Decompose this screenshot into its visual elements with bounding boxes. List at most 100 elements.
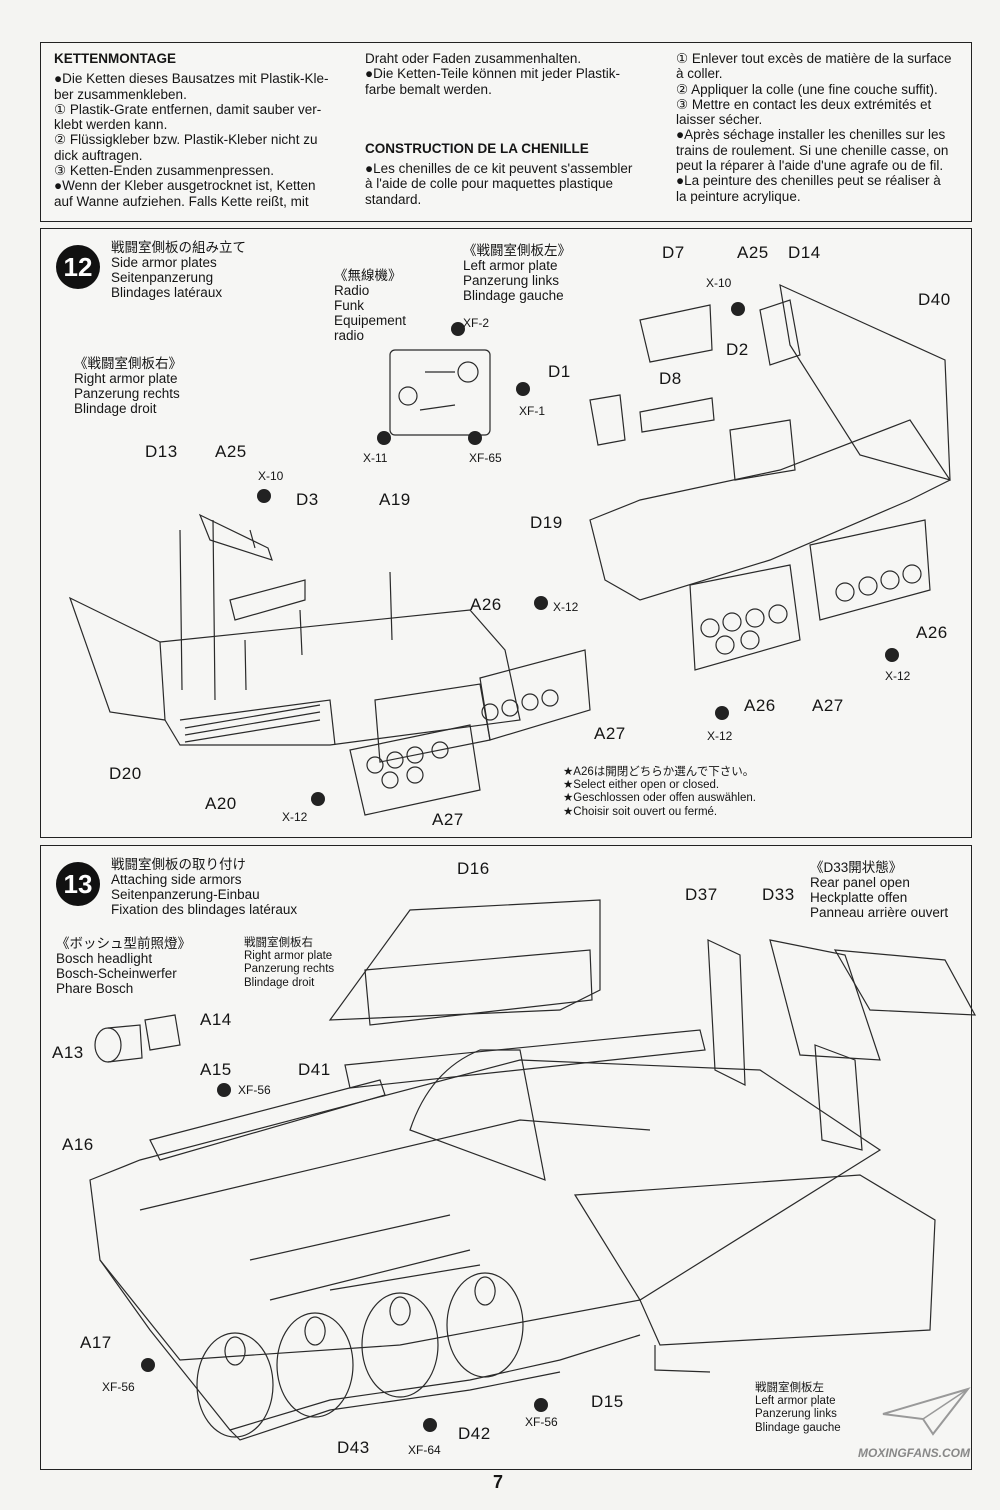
text-line: trains de roulement. Si une chenille cas… xyxy=(676,142,949,158)
title-line: Seitenpanzerung-Einbau xyxy=(111,887,260,902)
radio-drawing xyxy=(377,322,530,445)
label-d20: D20 xyxy=(109,764,142,783)
text-line: la peinture acrylique. xyxy=(676,188,801,204)
note-line: ★Select either open or closed. xyxy=(563,779,720,792)
note-line: ★Geschlossen oder offen auswählen. xyxy=(563,792,756,805)
label-a25-right: A25 xyxy=(737,243,769,262)
label-d43: D43 xyxy=(337,1438,370,1457)
step-13-panel xyxy=(40,845,972,1470)
instructions-column-french: ① Enlever tout excès de matière de la su… xyxy=(676,51,966,204)
kettenmontage-heading: KETTENMONTAGE xyxy=(54,51,176,66)
caption-line: 戦闘室側板左 xyxy=(755,1382,824,1394)
label-xf56-c: XF-56 xyxy=(525,1415,558,1429)
step-12-number: 12 xyxy=(56,245,100,289)
label-d7: D7 xyxy=(662,243,685,262)
label-a15: A15 xyxy=(200,1060,232,1079)
label-xf1: XF-1 xyxy=(519,404,546,418)
caption-line: Left armor plate xyxy=(755,1395,836,1408)
watermark-logo: MOXINGFANS.COM xyxy=(858,1384,971,1464)
label-xf56-b: XF-56 xyxy=(102,1380,135,1394)
caption-line: Funk xyxy=(334,298,365,313)
label-x12-left-2: X-12 xyxy=(282,810,308,824)
a26-choice-note: ★A26は開閉どちらか選んで下さい。★Select either open or… xyxy=(563,766,756,819)
caption-line: Blindage droit xyxy=(244,976,315,989)
text-line: Draht oder Faden zusammenhalten. xyxy=(365,51,582,66)
text-line: ●Die Ketten dieses Bausatzes mit Plastik… xyxy=(54,71,329,87)
page-number: 7 xyxy=(493,1472,504,1492)
caption-line: Equipement xyxy=(334,313,407,328)
step-12-panel xyxy=(40,228,972,838)
label-a26-left: A26 xyxy=(470,595,502,614)
label-xf2: XF-2 xyxy=(463,316,490,330)
caption-line: Rear panel open xyxy=(810,875,910,890)
text-line: ●Les chenilles de ce kit peuvent s'assem… xyxy=(365,161,633,177)
caption-line: Panzerung links xyxy=(755,1408,837,1421)
label-d19: D19 xyxy=(530,513,563,532)
caption-line: Heckplatte offen xyxy=(810,890,908,905)
title-line: Seitenpanzerung xyxy=(111,270,214,285)
title-line: 戦闘室側板の組み立て xyxy=(111,240,246,255)
text-line: ① Plastik-Grate entfernen, damit sauber … xyxy=(54,101,322,117)
caption-line: Phare Bosch xyxy=(56,981,134,996)
note-line: ★Choisir soit ouvert ou fermé. xyxy=(563,805,718,818)
label-a27-left-2: A27 xyxy=(432,810,464,829)
caption-line: 《戦闘室側板左》 xyxy=(463,243,571,258)
text-line: dick auftragen. xyxy=(54,147,143,163)
label-d13: D13 xyxy=(145,442,178,461)
french-text: ●Les chenilles de ce kit peuvent s'assem… xyxy=(365,161,655,207)
caption-line: radio xyxy=(334,328,365,343)
right-armor-plate-drawing xyxy=(68,513,591,816)
text-line: à l'aide de colle pour maquettes plastiq… xyxy=(365,176,613,192)
label-d41: D41 xyxy=(298,1060,331,1079)
text-line: auf Wanne aufziehen. Falls Kette reißt, … xyxy=(54,193,309,209)
caption-line: Left armor plate xyxy=(463,258,558,273)
step-13-number: 13 xyxy=(56,862,100,906)
label-x12-left-1: X-12 xyxy=(553,600,579,614)
caption-line: 《ボッシュ型前照燈》 xyxy=(56,936,191,951)
label-d14: D14 xyxy=(788,243,821,262)
french-text-continued: ① Enlever tout excès de matière de la su… xyxy=(676,51,966,204)
left-armor-plate-drawing xyxy=(257,283,951,806)
german-text-continued: Draht oder Faden zusammenhalten.●Die Ket… xyxy=(365,51,655,97)
label-d42: D42 xyxy=(458,1424,491,1443)
text-line: standard. xyxy=(365,191,422,207)
title-line: Attaching side armors xyxy=(111,872,242,887)
label-a26-right-2: A26 xyxy=(744,696,776,715)
label-x12-right-1: X-12 xyxy=(885,669,911,683)
caption-line: Panzerung rechts xyxy=(244,963,335,976)
text-line: klebt werden kann. xyxy=(54,117,168,133)
paper-plane-icon xyxy=(882,1387,971,1436)
label-a20: A20 xyxy=(205,794,237,813)
title-line: Blindages latéraux xyxy=(111,285,223,300)
text-line: ① Enlever tout excès de matière de la su… xyxy=(676,51,952,66)
label-d8: D8 xyxy=(659,369,682,388)
text-line: ●Après séchage installer les chenilles s… xyxy=(676,127,946,143)
label-xf64: XF-64 xyxy=(408,1443,441,1457)
label-a27-left-1: A27 xyxy=(594,724,626,743)
label-d15: D15 xyxy=(591,1392,624,1411)
label-d33: D33 xyxy=(762,885,795,904)
text-line: ② Appliquer la colle (une fine couche su… xyxy=(676,81,938,97)
caption-line: 戦闘室側板右 xyxy=(244,937,313,949)
label-a13: A13 xyxy=(52,1043,84,1062)
caption-line: Panzerung links xyxy=(463,273,560,288)
caption-line: Blindage gauche xyxy=(463,288,564,303)
caption-line: Panzerung rechts xyxy=(74,386,180,401)
title-line: 戦闘室側板の取り付け xyxy=(111,857,246,872)
text-line: ●Die Ketten-Teile können mit jeder Plast… xyxy=(365,66,621,82)
caption-line: Bosch headlight xyxy=(56,951,153,966)
caption-line: Blindage droit xyxy=(74,401,157,416)
caption-line: Radio xyxy=(334,283,370,298)
caption-line: Right armor plate xyxy=(244,950,333,963)
label-d1: D1 xyxy=(548,362,571,381)
title-line: Side armor plates xyxy=(111,255,217,270)
label-xf65: XF-65 xyxy=(469,451,502,465)
